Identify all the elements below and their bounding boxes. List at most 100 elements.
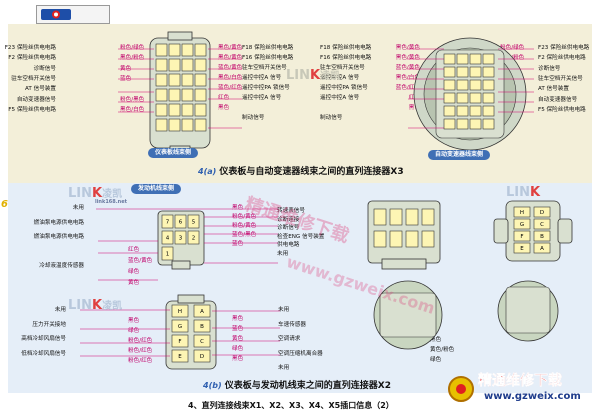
wire-function-label: 空调压缩机离合器 — [278, 350, 323, 357]
connector-pin — [456, 53, 469, 65]
bottom-caption-number: 4(b) — [203, 381, 222, 390]
connector-pin — [421, 208, 435, 226]
bottom-caption-text: 仪表板与发动机线束之间的直列连接器X2 — [224, 381, 391, 391]
wire-color-label: 黑色/黄色 — [395, 55, 420, 61]
connector-pin — [194, 88, 207, 102]
connector-pin — [194, 58, 207, 72]
top-caption-number: 4(a) — [198, 167, 217, 176]
connector-pin — [443, 105, 456, 117]
wire-color-label: 蓝色/黄色 — [128, 258, 153, 264]
pin-label: D — [200, 354, 204, 360]
wire-function-label: F5 保险丝供电电路 — [538, 106, 586, 113]
connector-pin — [155, 103, 168, 117]
wire-function-label: 遥控中控A 信号 — [242, 95, 282, 101]
header-logo — [36, 5, 110, 24]
wire-color-label: 蓝色 — [232, 326, 244, 332]
pin-label: H — [520, 210, 524, 216]
connector-pin — [171, 349, 189, 363]
wire-color-label: 黄色 — [120, 65, 132, 72]
connector-pin — [469, 79, 482, 91]
pin-label: F — [178, 339, 181, 345]
watermark-link-top-left: LINK凌凯 — [68, 186, 123, 201]
wire-function-label: AT 信号装置 — [538, 86, 569, 93]
wire-color-label: 蓝色/黄色 — [218, 65, 243, 71]
pin-label: F — [520, 234, 523, 240]
connector-pin — [155, 43, 168, 57]
connector-pin — [171, 304, 189, 318]
wire-function-label: F2 保险丝供电电路 — [538, 55, 586, 62]
connector-pin — [193, 349, 211, 363]
wire-function-label: 燃油泵电源供电电路 — [33, 219, 84, 226]
wire-color-label: 黑色/黄色 — [218, 45, 243, 51]
connector-pin — [373, 230, 387, 248]
connector-pin — [443, 66, 456, 78]
connector-pin — [193, 334, 211, 348]
connector-pin — [443, 79, 456, 91]
pin-label: E — [178, 354, 182, 360]
pin-label: G — [520, 222, 524, 228]
wire-color-label: 黑色 — [408, 105, 420, 111]
wire-function-label: F16 保险丝供电电路 — [242, 55, 294, 61]
connector-pin — [168, 58, 181, 72]
wire-function-label: 供电电路 — [277, 242, 300, 249]
wire-color-label: 黑色 — [232, 205, 244, 211]
wire-function-label: F23 保险丝供电电路 — [4, 45, 56, 51]
wire-function-label: F5 保险丝供电电路 — [8, 106, 56, 113]
wire-function-label: 高档冷却风扇信号 — [21, 336, 66, 342]
wire-color-label: 黑色 — [232, 316, 244, 322]
connector-pin — [482, 118, 495, 130]
wire-function-label: 空调请求 — [278, 336, 301, 342]
footer-logo: 精通维修下载 www.gzweix.com — [446, 370, 596, 413]
connector-pin — [533, 206, 551, 218]
wire-color-label: 粉色/黑色 — [120, 96, 145, 103]
pin-label: 2 — [192, 236, 196, 242]
connector-pin — [469, 92, 482, 104]
connector-pin — [469, 66, 482, 78]
wire-color-label: 黄色 — [232, 336, 244, 342]
wire-function-label: F18 保险丝供电电路 — [242, 45, 294, 51]
pin-label: D — [540, 210, 544, 216]
wire-function-label: 诊断信号 — [277, 225, 300, 232]
wire-color-label: 粉色/红色 — [128, 338, 153, 344]
bottom-diagram-panel — [8, 183, 592, 393]
connector-pin — [171, 319, 189, 333]
connector-pin — [533, 230, 551, 242]
connector-pin — [193, 304, 211, 318]
connector-pin — [389, 230, 403, 248]
pin-label: 5 — [192, 220, 196, 226]
connector-pin — [187, 214, 200, 229]
wire-color-label: 黑色/黄色 — [218, 55, 243, 61]
wire-function-label: 未用 — [72, 205, 84, 211]
pin-label: B — [540, 234, 544, 240]
connector-pin — [513, 242, 531, 254]
pin-label: 7 — [166, 220, 170, 226]
wire-function-label: 未用 — [54, 307, 66, 313]
wire-function-label: 遥控中控A 信号 — [320, 95, 360, 101]
footer-caption: 4、直列连接线束X1、X2、X3、X4、X5插口信息（2） — [188, 401, 394, 410]
connector-pin — [482, 53, 495, 65]
wire-color-label: 黑色/白色 — [120, 106, 145, 113]
connector-pin — [161, 214, 174, 229]
wire-color-label: 黑色/黄色 — [395, 45, 420, 51]
pin-label: 4 — [166, 236, 170, 242]
connector-pin — [181, 58, 194, 72]
connector-pin — [171, 334, 189, 348]
footer-logo-url: www.gzweix.com — [484, 391, 581, 402]
watermark-k-icon: K — [92, 186, 103, 201]
wire-color-label: 黑色/白色 — [218, 75, 243, 81]
wire-color-label: 蓝色/红色 — [218, 85, 243, 91]
connector-pin — [456, 92, 469, 104]
wire-function-label: F18 保险丝供电电路 — [320, 45, 372, 51]
connector-pin — [443, 53, 456, 65]
wire-color-label: 黑色 — [128, 318, 140, 324]
pin-label: 1 — [166, 252, 170, 258]
wire-color-label: 绿色 — [128, 269, 140, 275]
connector-pin — [443, 118, 456, 130]
wire-function-label: 遥控中控PA 锁信号 — [320, 85, 368, 91]
wire-function-label: 低档冷却风扇信号 — [21, 350, 66, 357]
connector-pin — [533, 218, 551, 230]
wire-function-label: 自动变速器信号 — [16, 96, 56, 103]
wire-function-label: 自动变速器信号 — [538, 96, 578, 103]
connector-pin — [482, 105, 495, 117]
top-caption: 4(a) 仪表板与自动变速器线束之间的直列连接器X3 — [198, 164, 404, 177]
